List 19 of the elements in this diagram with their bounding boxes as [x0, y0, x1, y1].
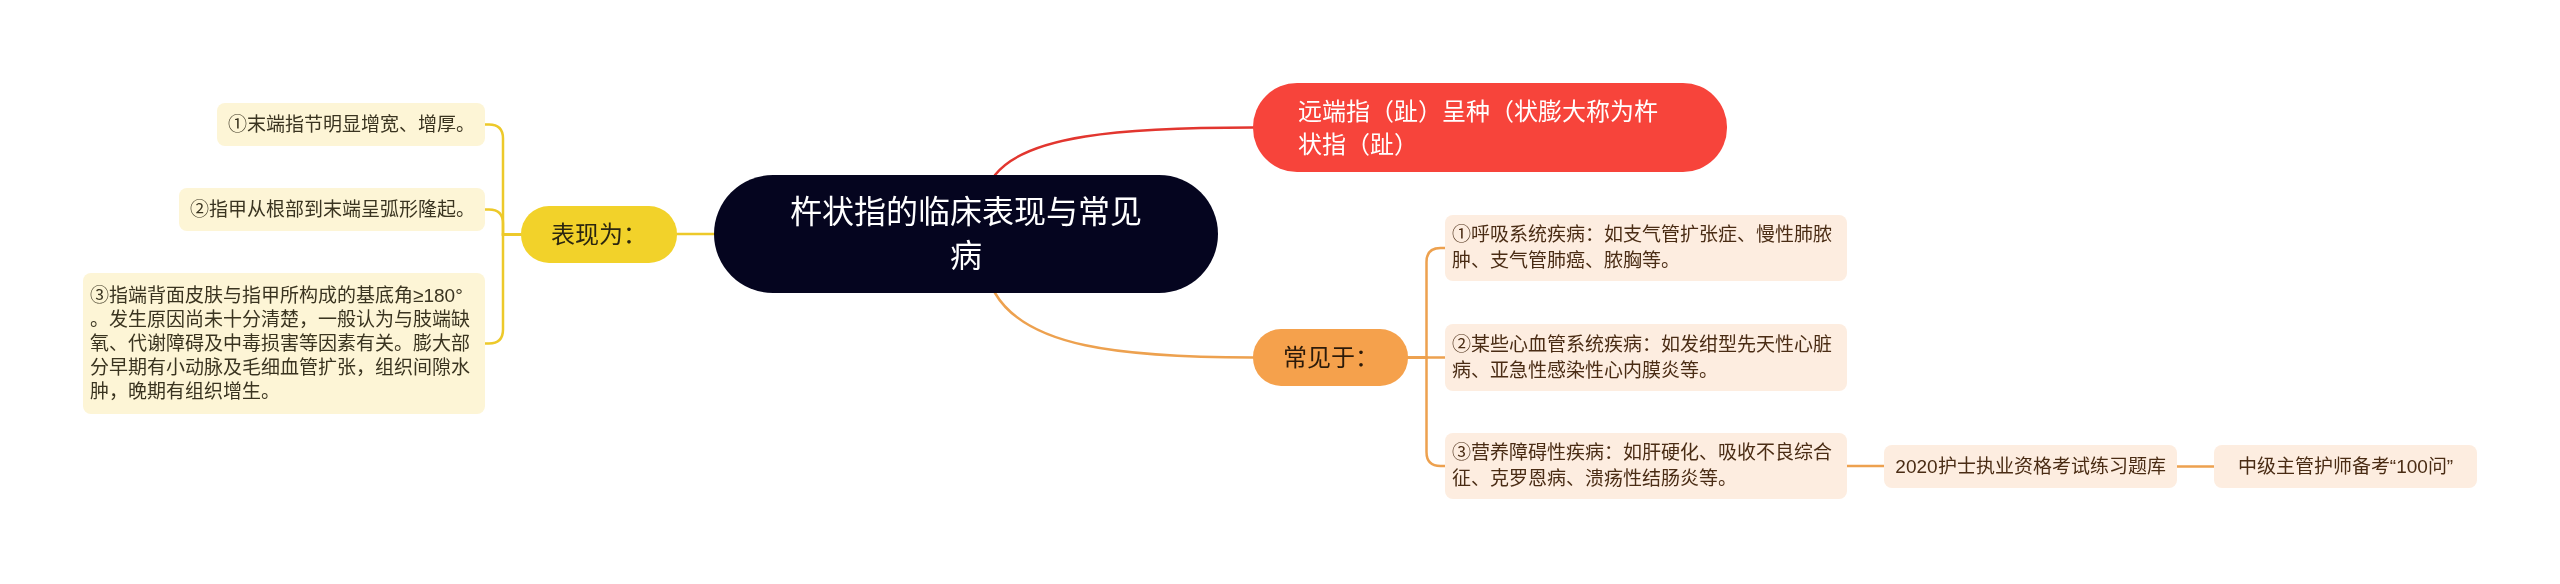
subtopic-box: 2020护士执业资格考试练习题库	[1884, 445, 2177, 488]
connector-line	[993, 126, 1255, 177]
subtopic-box: 中级主管护师备考“100问”	[2214, 445, 2477, 488]
branch-topic: 常见于：	[1253, 329, 1408, 386]
subtopic-box: ②指甲从根部到末端呈弧形隆起。	[179, 188, 485, 231]
connector-line	[1845, 464, 1886, 468]
branch-topic: 表现为：	[521, 206, 677, 263]
subtopic-box: ③指端背面皮肤与指甲所构成的基底角≥180°。发生原因尚未十分清楚，一般认为与肢端缺氧、代谢障碍及中毒损害等因素有关。膨大部分早期有小动脉及毛细血管扩张，组织间隙水肿，晚期有组织增生。	[83, 273, 485, 414]
branch-topic: 远端指（趾）呈种（状膨大称为杵状指（趾）	[1253, 83, 1727, 172]
connector-line	[675, 232, 716, 236]
connector-line	[1406, 356, 1447, 468]
subtopic-box: ②某些心血管系统疾病：如发绀型先天性心脏病、亚急性感染性心内膜炎等。	[1445, 324, 1847, 391]
subtopic-box: ①呼吸系统疾病：如支气管扩张症、慢性肺脓肿、支气管肺癌、脓胸等。	[1445, 215, 1847, 281]
connector-line	[2175, 465, 2216, 468]
connector-line	[993, 291, 1255, 359]
central-topic: 杵状指的临床表现与常见病	[714, 175, 1218, 293]
subtopic-box: ③营养障碍性疾病：如肝硬化、吸收不良综合征、克罗恩病、溃疡性结肠炎等。	[1445, 433, 1847, 499]
connector-line	[483, 233, 523, 345]
subtopic-box: ①末端指节明显增宽、增厚。	[217, 103, 485, 146]
